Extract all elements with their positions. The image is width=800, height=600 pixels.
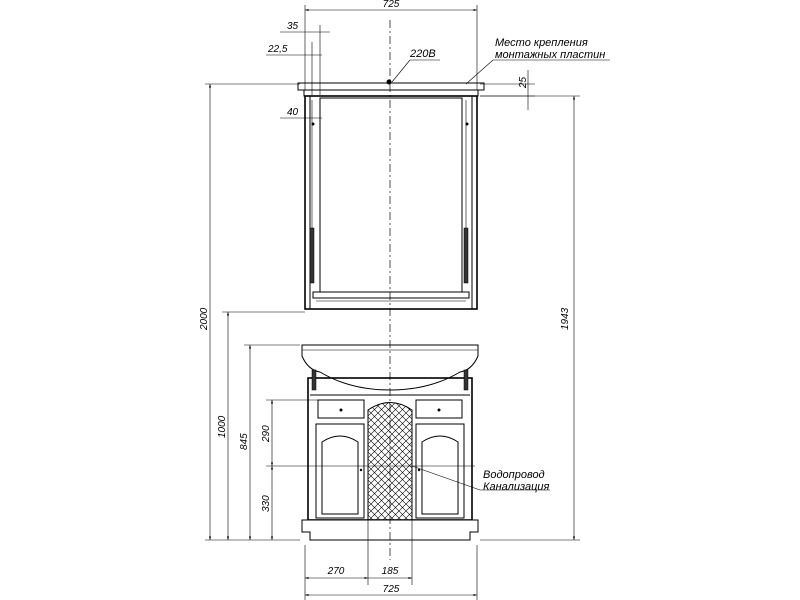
dim-2000: 2000 xyxy=(199,307,210,331)
sewage-label: Канализация xyxy=(483,481,549,493)
mirror-shelf xyxy=(312,291,470,299)
dim-cabinet-width: 725 xyxy=(383,584,400,595)
voltage-label: 220В xyxy=(409,48,436,60)
mounting-label-line2: монтажных пластин xyxy=(495,49,605,61)
dim-25: 25 xyxy=(518,76,529,89)
lattice-panel xyxy=(367,402,413,521)
mounting-label-line1: Место крепления xyxy=(495,37,588,49)
water-supply-label: Водопровод xyxy=(483,469,545,481)
dim-845: 845 xyxy=(239,433,250,450)
mirror-frame xyxy=(304,95,478,310)
mirror-column-right xyxy=(463,100,469,284)
mirror xyxy=(297,79,485,310)
mirror-cornice-lower xyxy=(303,89,479,97)
dim-35: 35 xyxy=(287,21,299,32)
dim-270: 270 xyxy=(327,566,345,577)
cabinet-plinth xyxy=(301,519,479,541)
dim-1000: 1000 xyxy=(217,415,228,438)
mirror-cornice xyxy=(297,82,485,91)
dimension-lines xyxy=(205,5,610,600)
dim-1943: 1943 xyxy=(560,307,571,330)
dim-mirror-width: 725 xyxy=(383,0,400,10)
mirror-glass xyxy=(319,97,463,298)
door-left xyxy=(315,423,365,519)
dim-185: 185 xyxy=(382,566,399,577)
dim-22-5: 22,5 xyxy=(267,44,288,55)
dim-40: 40 xyxy=(287,107,299,118)
dim-330: 330 xyxy=(261,495,272,512)
mirror-column-left xyxy=(309,100,315,284)
dim-290: 290 xyxy=(261,425,272,443)
power-outlet-point xyxy=(386,79,392,85)
door-right xyxy=(415,423,465,519)
